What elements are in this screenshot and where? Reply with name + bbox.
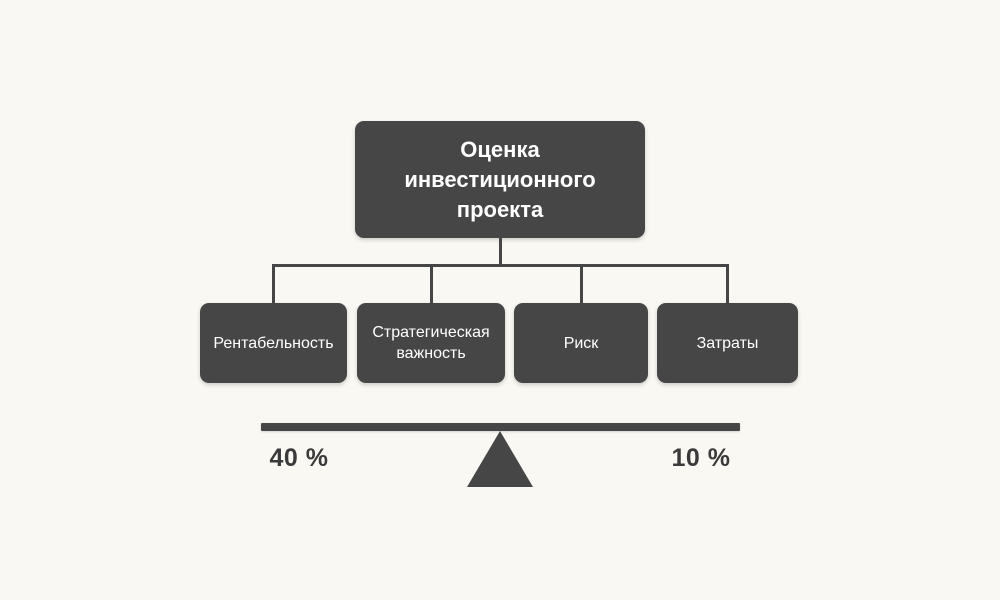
connector-drop-profitability: [272, 264, 275, 304]
root-node-project-evaluation: Оценка инвестиционного проекта: [355, 121, 645, 238]
node-risk: Риск: [514, 303, 648, 383]
root-node-label: Оценка инвестиционного проекта: [404, 136, 596, 222]
connector-horizontal: [272, 264, 729, 267]
node-profitability-label: Рентабельность: [213, 334, 334, 352]
balance-fulcrum-icon: [467, 431, 533, 487]
node-strategic-importance-label: Стратегическая важность: [372, 324, 490, 362]
balance-beam: [261, 423, 740, 431]
connector-root-stem: [499, 238, 502, 267]
node-strategic-importance: Стратегическая важность: [357, 303, 505, 383]
connector-drop-strategic-importance: [430, 264, 433, 304]
connector-drop-costs: [726, 264, 729, 304]
node-costs-label: Затраты: [696, 334, 759, 352]
balance-right-value: 10 %: [671, 444, 731, 472]
node-profitability: Рентабельность: [200, 303, 347, 383]
node-costs: Затраты: [657, 303, 798, 383]
connector-drop-risk: [580, 264, 583, 304]
node-risk-label: Риск: [563, 334, 599, 352]
balance-left-value: 40 %: [269, 444, 329, 472]
